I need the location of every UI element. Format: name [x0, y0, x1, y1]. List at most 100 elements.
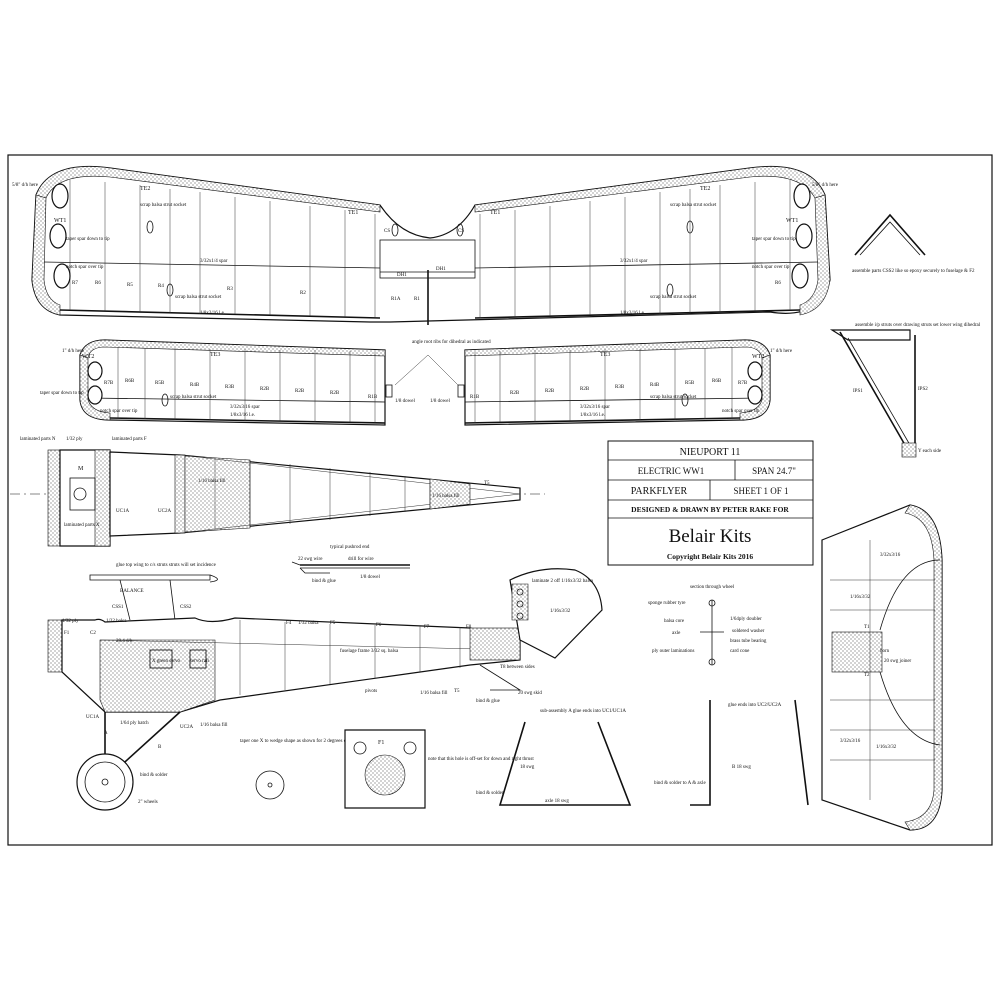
notch-spar-left-note: notch spar over tip [66, 265, 104, 270]
balance-label: BALANCE [120, 589, 144, 594]
ip-struts-note: assemble i/p struts over drawing struts … [855, 323, 981, 328]
fuselage-side-view: glue top wing to c/s struts struts will … [47, 563, 603, 811]
rib-r2b3-left: R2B [330, 391, 340, 396]
fuselage-top-view: laminated parts N 1/32 ply laminated par… [10, 437, 545, 547]
socket-lower-left: scrap balsa strut socket [170, 395, 217, 400]
taper-spar-right-note: taper spar down to tip [752, 237, 796, 242]
t5-top-label: T5 [484, 481, 490, 486]
rib-r6b-left: R6B [125, 379, 135, 384]
te2-right-label: TE2 [700, 186, 710, 192]
lower-wing-right: TE3 WT2 1" d/h here R1B R2B R2B R2B R3B … [464, 339, 793, 426]
dh1-left-label: DH1 [397, 273, 407, 278]
wt1-right-label: WT1 [786, 218, 798, 224]
notch-spar-right-note: notch spar over tip [752, 265, 790, 270]
balsa-fill-top-1: 1/16 balsa fill [198, 479, 226, 484]
strut-socket-1-note: scrap balsa strut socket [140, 203, 187, 208]
lower-wing-left: TE3 WT2 1" d/h here R7B R6B R5B R4B R3B … [40, 339, 386, 426]
gear-a-label: A [104, 731, 108, 736]
bind-solder-gear: bind & solder [140, 773, 168, 778]
brass-note: brass tube bearing [730, 639, 767, 644]
f6-label: F6 [376, 623, 382, 628]
cabane-note: assemble parts CSS2 like so epoxy secure… [852, 269, 975, 274]
le-lower-right: 1/8x3/16 l.e. [580, 413, 605, 418]
rib-r2b2-left: R2B [295, 389, 305, 394]
pushrod-wire: 22 swg wire [298, 557, 323, 562]
ips2-label: IPS2 [918, 387, 928, 392]
uc1a-side-label: UC1A [86, 715, 99, 720]
socket-lower-right: scrap balsa strut socket [650, 395, 697, 400]
rib-r6b-label: R6 [775, 281, 781, 286]
balsa-fill-side-2: 1/16 balsa fill [420, 691, 448, 696]
lower-wing-root: angle root ribs for dihedral as indicate… [385, 340, 491, 404]
f1-side-label: F1 [64, 631, 70, 636]
pivots-note: pivots [365, 689, 377, 694]
hole-note: note that this hole is off-set for down … [428, 757, 534, 762]
te3-right-label: TE3 [600, 352, 610, 358]
ply-hatch-note: 1/64 ply hatch [120, 721, 149, 726]
strut-socket-3-note: scrap balsa strut socket [175, 295, 222, 300]
gear-b-label: B [158, 745, 162, 750]
tail-balsa-4: 1/16x3/32 [876, 745, 897, 750]
rib-r1b-right: R1B [470, 395, 480, 400]
designer-credit: DESIGNED & DRAWN BY PETER RAKE FOR [631, 505, 789, 514]
cs-left-label: CS [384, 229, 390, 234]
model-name: NIEUPORT 11 [680, 447, 741, 458]
dh1-right-label: DH1 [436, 267, 446, 272]
le-left-label: 1/8x3/16 l.e. [200, 311, 225, 316]
rib-r2b-left: R2B [260, 387, 270, 392]
taper-spar-lower-left: taper spar down to tip [40, 391, 84, 396]
rib-r4b-right: R4B [650, 383, 660, 388]
rib-r4b-left: R4B [190, 383, 200, 388]
pushrod-dowel: 1/8 dowel [360, 575, 380, 580]
b18-label: B 18 swg [732, 765, 751, 770]
le-lower-left: 1/8x3/16 l.e. [230, 413, 255, 418]
t2-label: T2 [864, 673, 870, 678]
model-type: ELECTRIC WW1 [638, 466, 705, 476]
pushrod-drill: drill for wire [348, 557, 374, 562]
joiner-label: 20 swg joiner [884, 659, 912, 664]
bind-glue-side: bind & glue [476, 699, 501, 704]
doubler-note: 1/64ply doubler [730, 617, 762, 622]
strut-socket-4-note: scrap balsa strut socket [650, 295, 697, 300]
rib-r3b-left: R3B [225, 385, 235, 390]
laminated-n-note: laminated parts N [20, 437, 56, 442]
class-label: PARKFLYER [631, 486, 688, 497]
spar-right-label: 3/32x1/4 spar [620, 259, 648, 264]
tail-balsa-3: 3/32x3/16 [840, 739, 861, 744]
t5-side-label: T5 [454, 689, 460, 694]
axle-wheel-note: axle [672, 631, 681, 636]
washer-note: soldered washer [732, 629, 765, 634]
rib-r2-label: R2 [300, 291, 306, 296]
green-servo-note: X green servo [152, 659, 181, 664]
te3-left-label: TE3 [210, 352, 220, 358]
wheels-note: 2" wheels [138, 800, 158, 805]
f5-label: F5 [330, 621, 336, 626]
wt2-right-label: WT2 [752, 354, 764, 360]
balsa-fill-side: 1/16 balsa fill [200, 723, 228, 728]
pushrod-bind: bind & glue [312, 579, 337, 584]
ips1-label: IPS1 [853, 389, 863, 394]
te1-right-label: TE1 [490, 210, 500, 216]
wt1-left-label: WT1 [54, 218, 66, 224]
rib-r6b-right: R6B [712, 379, 722, 384]
angle-root-note: angle root ribs for dihedral as indicate… [412, 340, 491, 345]
sheet-number: SHEET 1 OF 1 [733, 486, 788, 496]
f1-detail-label: F1 [378, 740, 384, 746]
te2-left-label: TE2 [140, 186, 150, 192]
balsa-fill-top-2: 1/16 balsa fill [432, 494, 460, 499]
horn-label: horn [880, 649, 890, 654]
rib-r4-label: R4 [158, 284, 164, 289]
f8-label: F8 [466, 625, 472, 630]
pushrod-title: typical pushrod end [330, 545, 370, 550]
tailplane-plan: 3/32x3/16 horn 20 swg joiner 1/16x3/32 T… [821, 504, 943, 831]
ply-lam-note: ply outer laminations [652, 649, 695, 654]
dh-lower-left-note: 1" d/h here [62, 349, 85, 354]
balsa-side-note: 1/32 balsa [106, 619, 127, 624]
uc2a-top-label: UC2A [158, 509, 171, 514]
rib-r2b-right: R2B [510, 391, 520, 396]
copyright-notice: Copyright Belair Kits 2016 [667, 552, 754, 561]
dowel-left-label: 1/8 dowel [395, 399, 415, 404]
span-label: SPAN 24.7" [752, 466, 796, 476]
te1-left-label: TE1 [348, 210, 358, 216]
